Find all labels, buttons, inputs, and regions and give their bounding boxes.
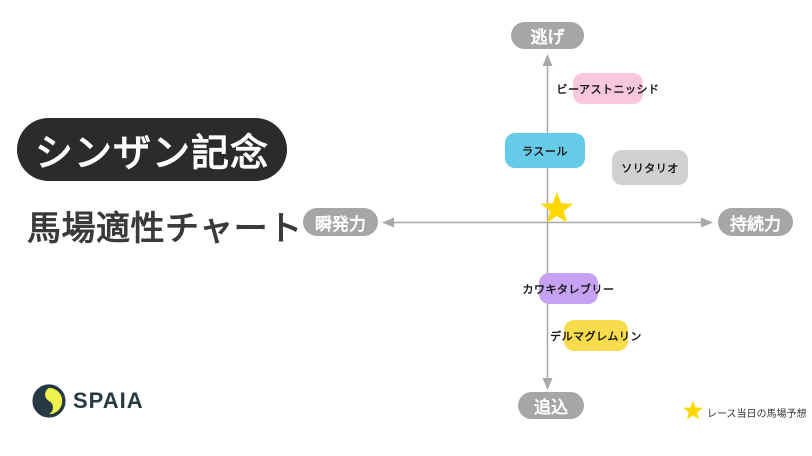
axis-label-nige: 逃げ [511, 22, 584, 49]
horse-name: カワキタレブリー [522, 283, 615, 296]
axis-label-text: 逃げ [530, 28, 565, 47]
legend-label: レース当日の馬場予想 [707, 409, 807, 420]
axis-label-text: 追込 [534, 398, 568, 417]
horse-pill: ラスール [505, 133, 585, 168]
horse-name: デルマグレムリン [550, 330, 642, 343]
arrow-down-icon [542, 378, 553, 390]
arrow-left-icon [382, 217, 394, 228]
horse-name: ソリタリオ [621, 162, 679, 175]
axis-label-jizoku: 持続力 [718, 208, 793, 236]
spaia-logo-text: SPAIA [73, 388, 144, 413]
arrow-right-icon [701, 217, 713, 228]
horse-pill: デルマグレムリン [550, 320, 641, 351]
race-title: シンザン記念 [34, 133, 269, 175]
horse-pill: ソリタリオ [612, 150, 688, 185]
legend-star-icon [682, 400, 704, 420]
axis-label-oikomi: 追込 [518, 392, 584, 419]
spaia-logo-icon [32, 384, 66, 418]
chart-subtitle: 馬場適性チャート [27, 210, 303, 248]
arrow-up-icon [542, 54, 553, 66]
horse-pill: カワキタレブリー [523, 273, 614, 304]
axis-label-text: 瞬発力 [315, 214, 366, 234]
horse-name: ラスール [522, 145, 568, 158]
star-icon [540, 192, 574, 223]
axis-label-shunpatsu: 瞬発力 [303, 208, 378, 236]
horse-name: ビーアストニッシド [556, 83, 660, 96]
axis-label-text: 持続力 [730, 214, 781, 234]
horse-pill: ビーアストニッシド [556, 73, 659, 104]
race-title-box: シンザン記念 [17, 118, 287, 181]
spaia-logo: SPAIA [32, 384, 144, 418]
